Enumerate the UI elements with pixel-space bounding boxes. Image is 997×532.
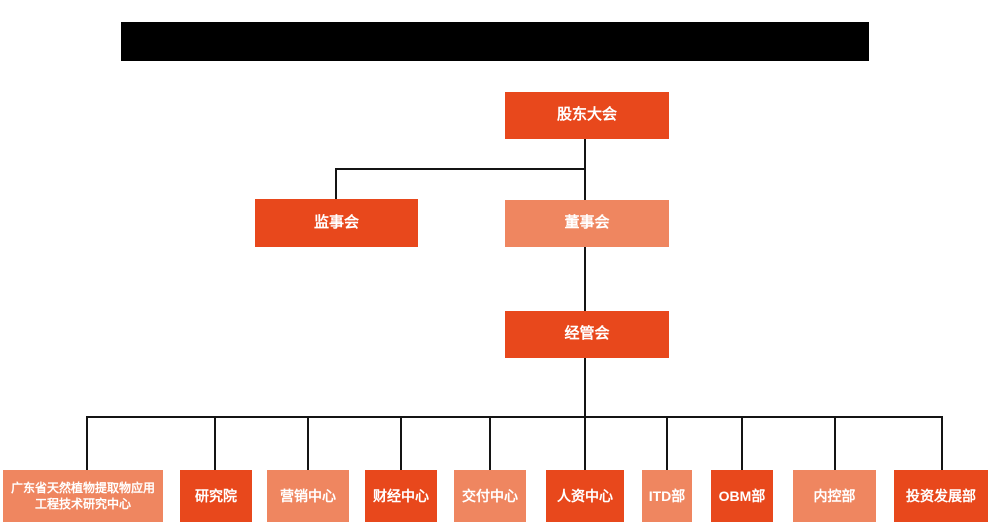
org-node-internal-control-department: 内控部 (793, 470, 876, 522)
org-node-research-engineering-center: 广东省天然植物提取物应用工程技术研究中心 (3, 470, 163, 522)
org-node-label: ITD部 (648, 487, 686, 504)
org-node-label: 投资发展部 (906, 487, 976, 504)
connector-to-supervisory (335, 168, 337, 200)
connector-drop-delivery (489, 416, 491, 470)
redacted-title-bar (121, 22, 869, 61)
org-node-label: 监事会 (313, 213, 359, 231)
org-node-finance-center: 财经中心 (365, 470, 437, 522)
org-node-delivery-center: 交付中心 (454, 470, 526, 522)
connector-board-to-management (584, 247, 586, 311)
org-node-hr-center: 人资中心 (546, 470, 624, 522)
org-node-investment-development-department: 投资发展部 (894, 470, 988, 522)
org-node-label: 广东省天然植物提取物应用工程技术研究中心 (10, 480, 155, 511)
connector-drop-obm (741, 416, 743, 470)
connector-shareholders-down (584, 139, 586, 201)
org-node-label: 董事会 (564, 214, 610, 232)
org-node-board-of-directors: 董事会 (505, 200, 669, 247)
org-node-label: 内控部 (813, 487, 856, 504)
connector-bottom-spine (86, 416, 943, 418)
org-node-label: 股东大会 (556, 106, 617, 124)
org-node-marketing-center: 营销中心 (267, 470, 349, 522)
org-node-label: 人资中心 (557, 487, 613, 504)
connector-branch-horizontal (335, 168, 586, 170)
connector-drop-academy (214, 416, 216, 470)
org-node-obm-department: OBM部 (711, 470, 773, 522)
org-node-label: 财经中心 (373, 487, 429, 504)
connector-drop-investment (941, 416, 943, 470)
org-node-research-academy: 研究院 (180, 470, 252, 522)
connector-drop-finance (400, 416, 402, 470)
org-node-label: OBM部 (718, 487, 766, 504)
org-node-label: 研究院 (195, 487, 237, 504)
org-node-supervisory-board: 监事会 (255, 199, 418, 247)
connector-management-down (584, 358, 586, 470)
connector-drop-research-center (86, 416, 88, 470)
connector-drop-itd (666, 416, 668, 470)
connector-drop-marketing (307, 416, 309, 470)
connector-drop-internal-control (834, 416, 836, 470)
org-node-label: 营销中心 (280, 487, 336, 504)
org-node-itd-department: ITD部 (642, 470, 692, 522)
org-node-management-committee: 经管会 (505, 311, 669, 358)
org-node-shareholders-meeting: 股东大会 (505, 92, 669, 139)
org-node-label: 交付中心 (462, 487, 518, 504)
org-node-label: 经管会 (564, 325, 610, 343)
